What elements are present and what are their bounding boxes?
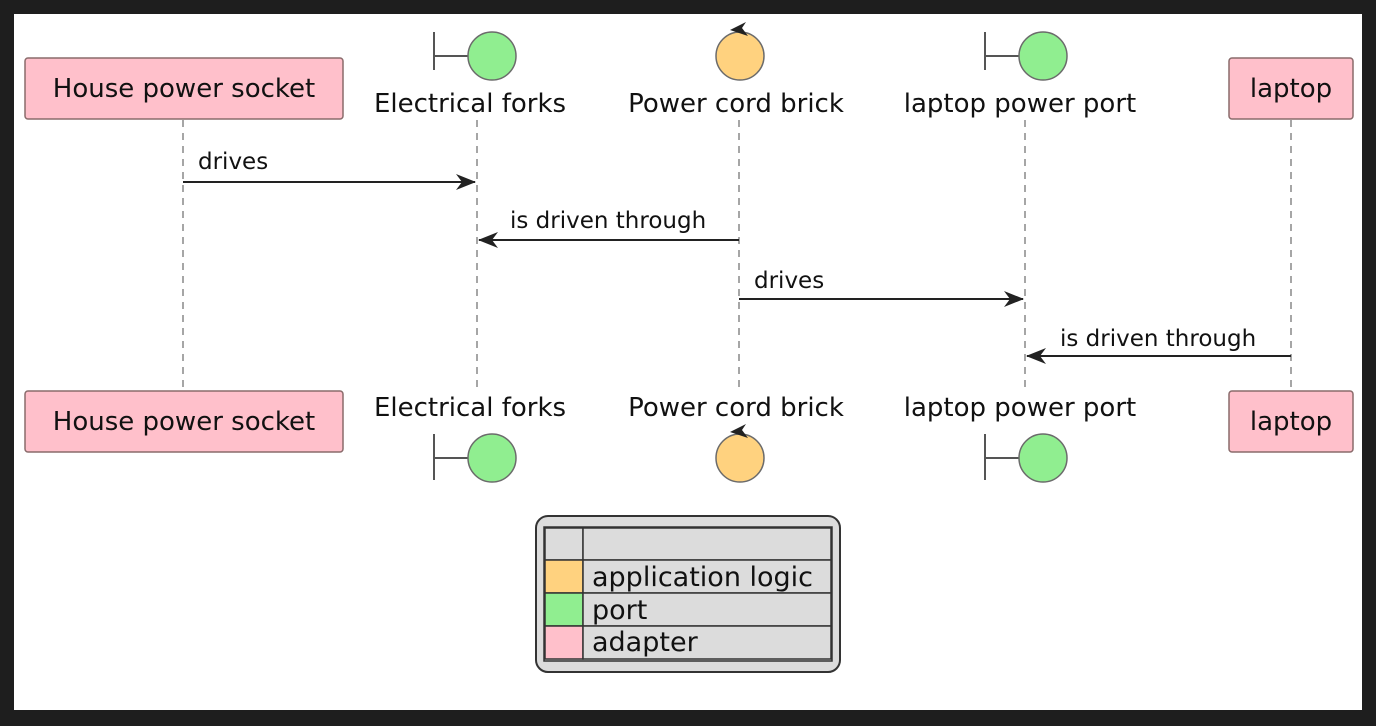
participant-electrical-forks-top: Electrical forks bbox=[374, 31, 566, 119]
boundary-icon bbox=[433, 433, 517, 483]
legend-row-adapter: adapter bbox=[544, 625, 832, 660]
legend-swatch bbox=[544, 625, 584, 660]
participant-label: Power cord brick bbox=[628, 393, 844, 423]
participant-label: House power socket bbox=[53, 407, 315, 437]
participant-label: laptop bbox=[1250, 74, 1332, 104]
participant-label: Electrical forks bbox=[374, 393, 566, 423]
boundary-icon bbox=[984, 31, 1068, 81]
legend-label: application logic bbox=[592, 562, 813, 593]
boundary-icon bbox=[984, 433, 1068, 483]
control-icon bbox=[715, 424, 765, 483]
participant-house-power-socket-bottom: House power socket bbox=[24, 390, 344, 453]
message-label: is driven through bbox=[1060, 326, 1256, 352]
participant-laptop-power-port-top: laptop power port bbox=[904, 31, 1136, 119]
message-2: is driven through bbox=[478, 208, 739, 248]
legend-row-header bbox=[544, 527, 832, 561]
message-label: drives bbox=[754, 268, 824, 294]
participant-label: laptop power port bbox=[904, 89, 1136, 119]
legend-label: port bbox=[592, 595, 647, 626]
participant-label: laptop bbox=[1250, 407, 1332, 437]
boundary-icon bbox=[433, 31, 517, 81]
participant-laptop-top: laptop bbox=[1228, 57, 1354, 120]
participant-label: Electrical forks bbox=[374, 89, 566, 119]
legend: application logic port adapter bbox=[535, 515, 841, 673]
participant-label: Power cord brick bbox=[628, 89, 844, 119]
message-1: drives bbox=[183, 149, 476, 190]
participant-electrical-forks-bottom: Electrical forks bbox=[374, 393, 566, 483]
participant-power-cord-brick-bottom: Power cord brick bbox=[628, 393, 844, 483]
participant-laptop-power-port-bottom: laptop power port bbox=[904, 393, 1136, 483]
legend-row-application-logic: application logic bbox=[544, 559, 832, 594]
participant-house-power-socket-top: House power socket bbox=[24, 57, 344, 120]
sequence-diagram-canvas: House power socket Electrical forks Powe… bbox=[14, 14, 1362, 710]
message-3: drives bbox=[739, 268, 1024, 307]
participant-label: laptop power port bbox=[904, 393, 1136, 423]
legend-label: adapter bbox=[592, 627, 699, 658]
message-label: is driven through bbox=[510, 208, 706, 234]
control-icon bbox=[715, 22, 765, 81]
participant-label: House power socket bbox=[53, 74, 315, 104]
legend-row-port: port bbox=[544, 592, 832, 627]
lifelines bbox=[182, 120, 1292, 390]
message-label: drives bbox=[198, 149, 268, 175]
message-4: is driven through bbox=[1026, 326, 1291, 364]
participant-power-cord-brick-top: Power cord brick bbox=[628, 22, 844, 119]
legend-swatch bbox=[544, 592, 584, 627]
legend-swatch bbox=[544, 559, 584, 594]
participant-laptop-bottom: laptop bbox=[1228, 390, 1354, 453]
